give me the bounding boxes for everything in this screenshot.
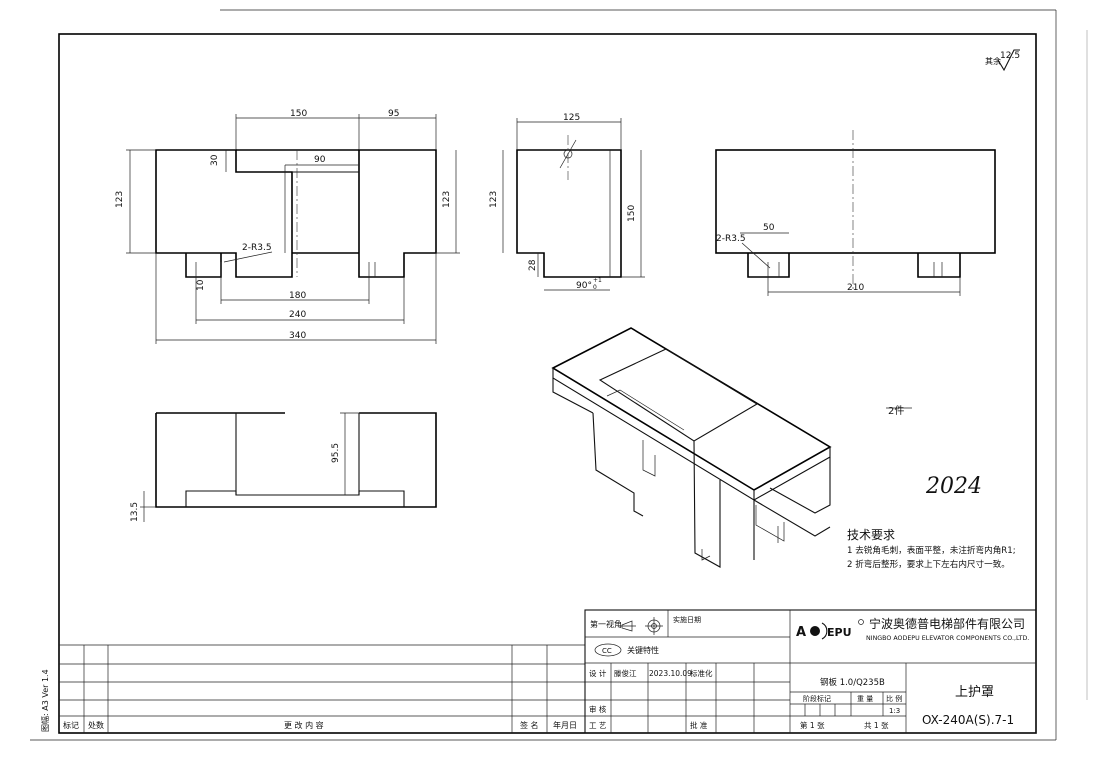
dim-123-right: 123: [442, 191, 452, 208]
company-name-en: NINGBO AODEPU ELEVATOR COMPONENTS CO.,LT…: [866, 635, 1029, 642]
dim-28: 28: [528, 259, 538, 271]
logo-epu: EPU: [827, 626, 852, 639]
rev-date-label: 年月日: [553, 720, 577, 730]
stage-mark-label: 阶段标记: [803, 694, 831, 703]
sheet-number: 第 1 张: [800, 720, 825, 730]
dim-13-5: 13.5: [130, 502, 140, 522]
dim-180: 180: [289, 291, 306, 301]
quantity-mark: 2件: [888, 405, 904, 417]
tech-title: 技术要求: [847, 528, 895, 542]
rev-count-label: 处数: [88, 720, 104, 730]
rev-content-label: 更 改 内 容: [284, 720, 324, 730]
design-date: 2023.10.09: [649, 669, 692, 678]
rev-mark-label: 标记: [63, 720, 79, 730]
cc-text: CC: [602, 647, 612, 655]
dim-125: 125: [563, 113, 580, 123]
border-frame: [58, 33, 1037, 734]
sheet-size-version: 图幅: A3 Ver 1.4: [40, 669, 50, 732]
rev-sign-label: 签 名: [520, 720, 539, 730]
logo-letter-a: A: [796, 625, 806, 640]
company-logo: A EPU: [796, 619, 864, 640]
dim-150: 150: [290, 109, 307, 119]
tech-line-1: 1 去锐角毛刺，表面平整，未注折弯内角R1;: [847, 544, 1016, 556]
roughness-value: 12.5: [1000, 51, 1020, 61]
top-view: 2-R3.5 50 210: [715, 130, 996, 296]
dim-95: 95: [388, 109, 399, 119]
dim-123-side: 123: [489, 191, 499, 208]
dim-150-side: 150: [627, 205, 637, 222]
dim-10: 10: [196, 279, 206, 291]
title-block: 标记 处数 更 改 内 容 签 名 年月日 图幅: A3 Ver 1.4 第一视…: [40, 609, 1037, 734]
side-view: 125 123 150 28 90° +1 0: [489, 113, 645, 291]
part-name: 上护罩: [955, 685, 994, 700]
review-label: 审 核: [589, 704, 607, 714]
drawing-number: OX-240A(S).7-1: [922, 713, 1014, 727]
projection-label: 第一视角: [590, 619, 622, 629]
material-spec: 钢板 1.0/Q235B: [820, 677, 885, 688]
standardize-label: 标准化: [690, 668, 713, 678]
dim-2r35-front: 2-R3.5: [242, 243, 272, 253]
dim-2r35-top: 2-R3.5: [716, 234, 746, 244]
dim-30: 30: [210, 154, 220, 166]
dim-210: 210: [847, 283, 864, 293]
surface-finish-symbol: 其余 12.5: [985, 49, 1020, 72]
tol-lower: 0: [593, 284, 597, 291]
company-name-cn: 宁波奥德普电梯部件有限公司: [869, 616, 1025, 631]
weight-label: 重 量: [857, 695, 873, 703]
dim-95-5: 95.5: [331, 443, 341, 463]
logo-dot-icon: [810, 626, 820, 636]
dim-50: 50: [763, 223, 775, 233]
tol-upper: +1: [593, 277, 602, 284]
dim-90: 90: [314, 155, 326, 165]
dim-123-left: 123: [115, 191, 125, 208]
first-angle-projection-icon: [618, 617, 663, 635]
sheet-total: 共 1 张: [864, 721, 889, 730]
design-label: 设 计: [589, 668, 607, 678]
technical-requirements: 技术要求 1 去锐角毛刺，表面平整，未注折弯内角R1; 2 折弯后整形，要求上下…: [847, 528, 1016, 570]
dim-240: 240: [289, 310, 306, 320]
key-feature-label: 关键特性: [627, 645, 659, 655]
finish-label: 其余: [985, 56, 1001, 66]
scale-label: 比 例: [886, 694, 902, 703]
dim-90-side: 90°: [576, 281, 592, 291]
impl-date-label: 实施日期: [673, 615, 701, 624]
signature: 2024: [925, 474, 982, 499]
drawing-frame: [30, 9, 1088, 741]
dim-340: 340: [289, 331, 306, 341]
scale-value: 1:3: [889, 707, 900, 715]
approve-label: 批 准: [690, 720, 708, 730]
cc-symbol: [594, 643, 622, 657]
bottom-view: 95.5 13.5: [130, 412, 437, 522]
isometric-view: [551, 327, 832, 568]
process-label: 工 艺: [589, 721, 606, 730]
tech-line-2: 2 折弯后整形，要求上下左右内尺寸一致。: [847, 558, 1010, 570]
designer-name: 滕俊江: [614, 668, 637, 678]
front-view: 150 95 90 30 123 123 2-R3.5 10 180 240 3…: [115, 109, 460, 344]
